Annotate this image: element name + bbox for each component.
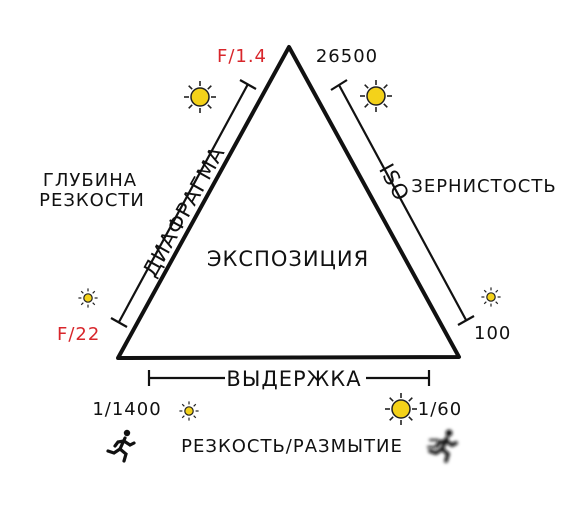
sun-icon [178,400,200,422]
center-label: ЭКСПОЗИЦИЯ [207,247,369,271]
depth-of-field-label-line1: ГЛУБИНА [43,170,137,191]
iso-min-value: 100 [474,323,511,344]
running-person-icon [106,429,136,463]
iso-scale [330,79,475,326]
grain-label: ЗЕРНИСТОСТЬ [411,176,556,197]
exposure-triangle [116,45,461,360]
sun-icon [183,80,217,114]
iso-axis-label: ISO [374,160,414,206]
sharpness-blur-label: РЕЗКОСТЬ/РАЗМЫТИЕ [181,436,403,457]
shutter-slow-value: 1/60 [418,399,462,420]
shutter-scale [147,370,431,386]
sun-icon [480,286,502,308]
depth-of-field-label-line2: РЕЗКОСТИ [39,190,145,211]
aperture-min-value: F/22 [57,324,100,345]
shutter-axis-label: ВЫДЕРЖКА [226,367,361,391]
aperture-max-value: F/1.4 [217,46,267,67]
sun-icon [359,79,393,113]
sun-icon [77,287,99,309]
aperture-scale [110,79,257,328]
iso-max-value: 26500 [316,46,378,67]
blurred-running-person-icon [427,429,458,463]
sun-icon [384,392,418,426]
shutter-fast-value: 1/1400 [92,399,161,420]
